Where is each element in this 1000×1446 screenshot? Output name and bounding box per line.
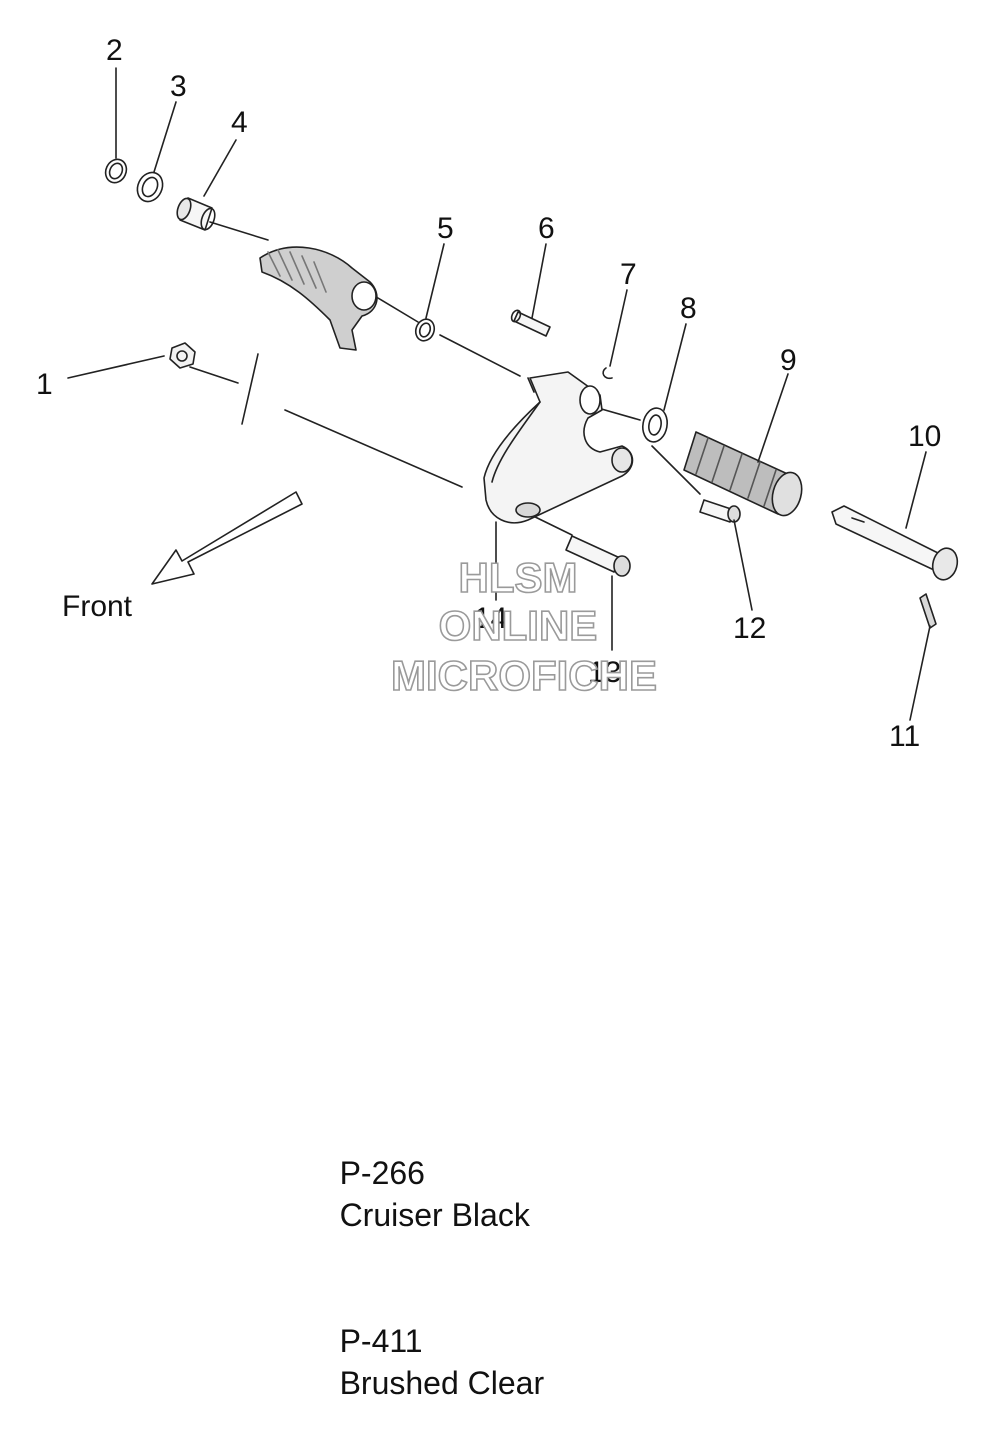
callout-labels: 2 3 4 5 6 7 8 9 10 1 12 13 14 11: [36, 34, 941, 753]
part-12-screw: [699, 499, 741, 523]
part-1-nut: [169, 342, 196, 369]
legend-row: P-411 Brushed Clear: [304, 1278, 545, 1446]
watermark-line-3: MICROFICHE: [391, 652, 657, 699]
part-8-washer: [642, 407, 668, 443]
part-10-clevis-pin: [831, 505, 959, 581]
legend-finish: Cruiser Black: [339, 1197, 530, 1233]
front-arrow-icon: [151, 491, 303, 585]
callout-2: 2: [106, 34, 123, 67]
legend-code: P-266: [339, 1155, 425, 1191]
callout-10: 10: [908, 420, 941, 453]
part-7-clip: [602, 367, 613, 380]
callout-5: 5: [437, 212, 454, 245]
parts-diagram: 2 3 4 5 6 7 8 9 10 1 12 13 14 11 Front H…: [36, 34, 959, 753]
legend-finish: Brushed Clear: [339, 1365, 545, 1401]
part-9-peg-rubber: [683, 431, 803, 517]
brake-lever-arm: [259, 246, 378, 351]
part-3-washer: [136, 171, 164, 203]
callout-8: 8: [680, 292, 697, 325]
callout-1: 1: [36, 368, 53, 401]
part-13-socket-screw: [565, 535, 631, 577]
callout-14: 14: [474, 602, 507, 635]
watermark: HLSM ONLINE MICROFICHE: [390, 553, 658, 700]
part-2-retaining-ring: [104, 158, 128, 184]
axis-line: [189, 221, 701, 536]
callout-7: 7: [620, 258, 637, 291]
callout-3: 3: [170, 70, 187, 103]
callout-4: 4: [231, 106, 248, 139]
part-5-o-ring: [414, 318, 436, 342]
callout-11: 11: [889, 720, 920, 753]
callout-13: 13: [588, 656, 621, 689]
callout-9: 9: [780, 344, 797, 377]
part-11-cotter-pin: [919, 593, 937, 629]
part-6-pin: [510, 309, 551, 337]
leader-lines: [67, 67, 931, 721]
legend-code: P-411: [339, 1323, 423, 1359]
part-14-mount-bracket: [483, 371, 634, 524]
callout-12: 12: [733, 612, 766, 645]
finish-legend: P-266 Cruiser Black P-411 Brushed Clear: [304, 1110, 545, 1446]
watermark-line-2: ONLINE: [439, 602, 598, 649]
watermark-line-1: HLSM: [459, 554, 578, 601]
part-4-bushing: [176, 197, 216, 231]
callout-6: 6: [538, 212, 555, 245]
legend-row: P-266 Cruiser Black: [304, 1110, 544, 1278]
front-label: Front: [62, 590, 133, 623]
